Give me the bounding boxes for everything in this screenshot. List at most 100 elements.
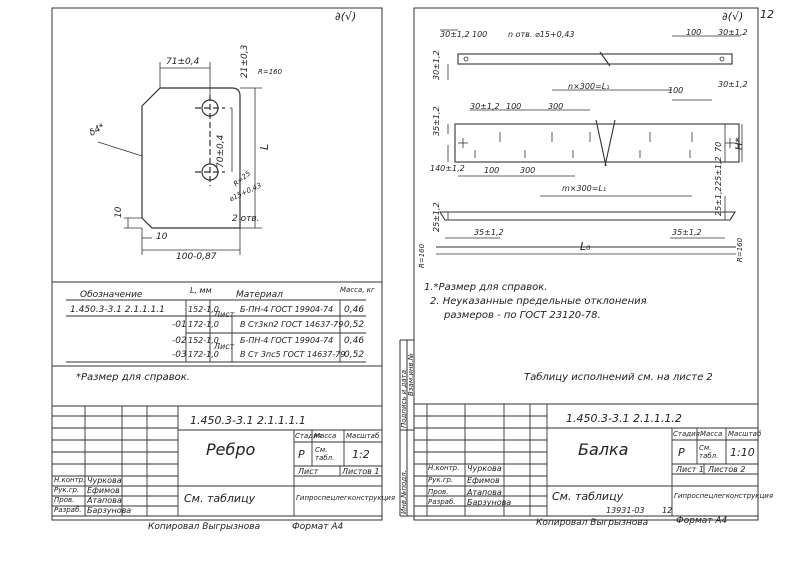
left-stamp-name-1: Ефимов [87, 486, 120, 495]
dim-corner-radius: R=160 [258, 68, 283, 76]
left-table-grid [66, 299, 366, 363]
dim-35: 35±1,2 [432, 106, 441, 136]
rib-dimension-lines [97, 62, 262, 255]
table-sheet-label-2: Лист [214, 342, 235, 351]
table-row-3-mass: 0,52 [344, 350, 365, 360]
dim-n-formula: n×300=L₁ [568, 82, 610, 91]
right-stamp-stage-header: Стадия [673, 430, 700, 438]
left-corner-mark: ∂(√) [335, 10, 357, 23]
dim-length: L [258, 143, 271, 150]
beam-views [436, 51, 740, 248]
dim-right-30: 30±1,2 [718, 80, 748, 89]
left-stamp-mass-header: Масса [314, 432, 337, 440]
right-copied: Копировал Выгрызнова [536, 518, 649, 528]
dim-25b: 25±1,2 [714, 186, 723, 216]
dim-top-right-100: 100 [686, 28, 702, 37]
dim-140: 140±1,2 [430, 164, 465, 173]
dim-bottom-width: 100-0,87 [176, 252, 217, 262]
left-stamp-organization: Гипроспецлегконструкция [296, 494, 396, 502]
left-stamp-stage-header: Стадия [295, 432, 322, 440]
right-stamp-name-0: Чуркова [467, 464, 502, 473]
left-frame [51, 7, 383, 521]
right-corner-mark: ∂(√) [722, 10, 744, 23]
right-page-number: 12 [760, 8, 774, 21]
left-stamp-name: Ребро [206, 440, 256, 459]
right-stamp-role-3: Разраб. [428, 498, 456, 506]
left-stamp-sheet: Лист [298, 467, 319, 476]
dim-100b: 100 [668, 86, 684, 95]
left-stamp-stage: Р [298, 448, 305, 461]
right-stamp-role-1: Рук.гр. [428, 476, 454, 484]
dim-25a: 25±1,2 [714, 156, 723, 186]
right-order-page: 12 [662, 506, 673, 515]
dim-100c: 100 [484, 166, 500, 175]
right-stamp-mass-header: Масса [700, 430, 723, 438]
side-column-inv: Инв.№подл. [400, 470, 408, 514]
right-stamp-scale: 1:10 [730, 446, 755, 459]
dim-bottom-small: 10 [156, 232, 168, 242]
dim-m-formula: m×300=L₁ [562, 184, 607, 193]
left-stamp-scale-header: Масштаб [346, 432, 380, 440]
right-stamp-scale-header: Масштаб [728, 430, 762, 438]
dim-radius-left: R=160 [418, 243, 426, 268]
left-stamp-name-2: Атапова [87, 496, 122, 505]
left-stamp-grid [52, 405, 382, 517]
dim-35-right: 35±1,2 [672, 228, 702, 237]
right-stamp-sheets: Листов 2 [708, 465, 746, 474]
table-row-2-mass: 0,46 [344, 336, 365, 346]
left-note: *Размер для справок. [76, 372, 190, 383]
table-row-1-length: 172-1,0 [188, 320, 219, 329]
right-stamp-name-2: Атапова [467, 488, 502, 497]
right-stamp-organization: Гипроспецлегконструкция [674, 492, 774, 500]
table-row-1-material: В Ст3кп2 ГОСТ 14637-79 [240, 320, 344, 329]
right-stamp-role-0: Н.контр. [428, 464, 460, 472]
dim-side-30: 30±1,2 [432, 50, 441, 80]
left-stamp-role-2: Пров. [54, 496, 75, 504]
dim-70: 70 [714, 141, 723, 152]
dim-top-width: 71±0,4 [166, 57, 200, 67]
table-row-0-material: Б-ПН-4 ГОСТ 19904-74 [240, 305, 334, 314]
left-copied: Копировал Выгрызнова [148, 522, 261, 532]
dim-35-left: 35±1,2 [474, 228, 504, 237]
left-stamp-role-3: Разраб. [54, 506, 82, 514]
left-stamp-name-3: Барзунова [87, 506, 132, 515]
dim-25c: 25±1,2 [432, 202, 441, 232]
right-stamp-name-1: Ефимов [467, 476, 500, 485]
dim-top-right-30: 30±1,2 [718, 28, 748, 37]
right-note-1: 1.*Размер для справок. [424, 282, 548, 293]
dim-H: H* [734, 137, 745, 150]
left-stamp-sheets: Листов 1 [342, 467, 380, 476]
table-row-3-material: В Ст 3пс5 ГОСТ 14637-79 [240, 350, 346, 359]
table-sheet-label-1: Лист [214, 310, 235, 319]
left-stamp-role-1: Рук.гр. [54, 486, 80, 494]
left-stamp-name-0: Чуркова [87, 476, 122, 485]
right-stamp-grid [414, 403, 758, 517]
dim-top-offset: 21±0,3 [240, 44, 250, 78]
right-note-2: 2. Неуказанные предельные отклонения [430, 296, 647, 307]
right-note-3: размеров - по ГОСТ 23120-78. [444, 310, 601, 321]
dim-hole-count: 2 отв. [232, 214, 260, 224]
table-row-2-material: Б-ПН-4 ГОСТ 19904-74 [240, 336, 334, 345]
dim-hole-spacing: 70±0,4 [216, 134, 226, 168]
table-row-1-mass: 0,52 [344, 320, 365, 330]
left-stamp-scale: 1:2 [352, 448, 370, 461]
dim-30: 30±1,2 [470, 102, 500, 111]
dim-holes-note: n отв. ⌀15+0,43 [508, 30, 575, 39]
right-stamp-mass: См. табл. [699, 444, 719, 460]
dim-100a: 100 [506, 102, 522, 111]
table-row-1-code: -01 [172, 320, 187, 330]
right-stamp-stage: Р [678, 446, 685, 459]
table-header-material: Материал [236, 290, 283, 300]
table-row-2-code: -02 [172, 336, 187, 346]
left-format: Формат А4 [292, 522, 344, 532]
right-stamp-designation: 1.450.3-3.1 2.1.1.1.2 [566, 412, 682, 425]
table-row-3-length: 172-1,0 [188, 350, 219, 359]
beam-holes-and-marks [458, 56, 735, 158]
right-stamp-role-2: Пров. [428, 488, 449, 496]
dim-300b: 300 [520, 166, 536, 175]
table-row-2-length: 152-1,0 [188, 336, 219, 345]
right-stamp-name: Балка [578, 440, 629, 459]
left-stamp-see-table: См. таблицу [184, 492, 256, 505]
right-stamp-name-3: Барзунова [467, 498, 512, 507]
